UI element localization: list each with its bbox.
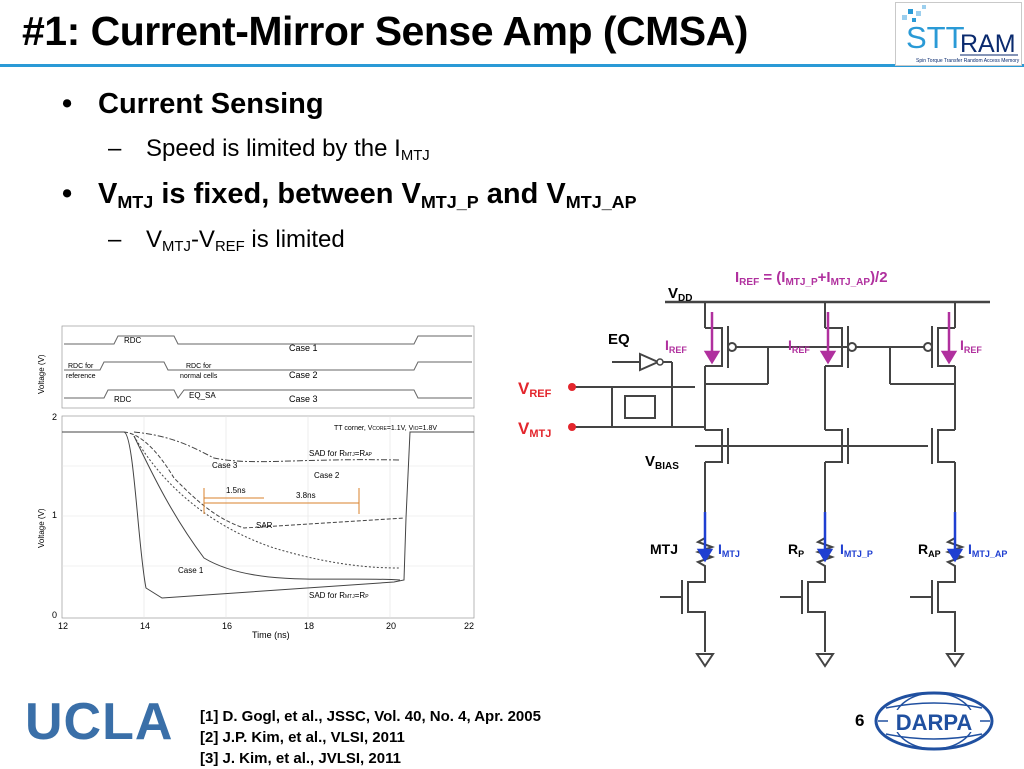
cmsa-circuit: IREF = (IMTJ_P+IMTJ_AP)/2 VDD <box>518 269 1007 668</box>
wf-xtick-14: 14 <box>140 621 150 631</box>
references: [1] D. Gogl, et al., JSSC, Vol. 40, No. … <box>200 706 541 769</box>
page-number: 6 <box>855 711 865 730</box>
wf-xlabel: Time (ns) <box>252 630 290 640</box>
iref-label-2: IREF <box>788 337 810 355</box>
iref-label-1: IREF <box>665 337 687 355</box>
wf-xtick-20: 20 <box>386 621 396 631</box>
darpa-text: DARPA <box>896 710 973 735</box>
wf-ytick-0: 0 <box>52 610 57 620</box>
vmtj-label: VMTJ <box>518 419 551 440</box>
sub-bullet-vmtj-vref: –VMTJ-VREF is limited <box>108 226 345 256</box>
wf-xtick-18: 18 <box>304 621 314 631</box>
mtj-label: MTJ <box>650 541 678 557</box>
imtj-label: IMTJ <box>718 541 740 559</box>
vdd-label: VDD <box>668 285 692 304</box>
sttram-logo: STT RAM Spin Torque Transfer Random Acce… <box>895 2 1022 66</box>
waveform-figure: RDC Case 1 RDC for reference RDC for nor… <box>37 325 475 640</box>
rp-label: RP <box>788 541 804 559</box>
wf-rdc: RDC <box>124 336 142 345</box>
darpa-logo: DARPA <box>874 691 994 751</box>
wf-case1: Case 1 <box>178 566 204 575</box>
wf-ylabel-top: Voltage (V) <box>37 354 46 394</box>
wf-sad-ap: SAD for RMTJ=RAP <box>309 449 373 458</box>
wf-sad-p: SAD for RMTJ=RP <box>309 591 369 600</box>
wf-rdc2: RDC <box>114 395 132 404</box>
wf-case2: Case 2 <box>314 471 340 480</box>
wf-ytick-2: 2 <box>52 412 57 422</box>
wf-rdc-ref: RDC for <box>68 363 94 370</box>
wf-case3-top: Case 3 <box>289 394 318 404</box>
reference-3: [3] J. Kim, et al., JVLSI, 2011 <box>200 750 401 767</box>
logo-stt: STT <box>906 20 965 55</box>
wf-case3: Case 3 <box>212 461 238 470</box>
sub-bullet-speed: –Speed is limited by the IMTJ <box>108 135 430 165</box>
logo-tagline: Spin Torque Transfer Random Access Memor… <box>916 58 1020 64</box>
logo-ram: RAM <box>960 30 1016 58</box>
bullet-current-sensing: •Current Sensing <box>62 88 324 120</box>
wf-ylabel-bottom: Voltage (V) <box>37 508 46 548</box>
wf-t2: 3.8ns <box>296 491 316 500</box>
wf-rdc-norm: RDC for <box>186 363 212 370</box>
bullet-vmtj-fixed: •VMTJ is fixed, between VMTJ_P and VMTJ_… <box>62 178 637 213</box>
title-divider <box>0 64 1024 67</box>
vref-label: VREF <box>518 379 552 400</box>
wf-eqsa: EQ_SA <box>189 391 216 400</box>
wf-xtick-16: 16 <box>222 621 232 631</box>
wf-corner: TT corner, VCORE=1.1V, VIO=1.8V <box>334 425 437 432</box>
imtjap-label: IMTJ_AP <box>968 541 1007 559</box>
wf-sar: SAR <box>256 521 273 530</box>
wf-case1-top: Case 1 <box>289 343 318 353</box>
iref-label-3: IREF <box>960 337 982 355</box>
wf-case2-top: Case 2 <box>289 370 318 380</box>
reference-1: [1] D. Gogl, et al., JSSC, Vol. 40, No. … <box>200 708 541 725</box>
vbias-label: VBIAS <box>645 453 679 472</box>
imtjp-label: IMTJ_P <box>840 541 873 559</box>
wf-rdc-norm2: normal cells <box>180 373 218 380</box>
wf-xtick-22: 22 <box>464 621 474 631</box>
slide-title: #1: Current-Mirror Sense Amp (CMSA) <box>22 8 748 54</box>
wf-rdc-ref2: reference <box>66 373 96 380</box>
wf-xtick-12: 12 <box>58 621 68 631</box>
wf-ytick-1: 1 <box>52 510 57 520</box>
ucla-logo: UCLA <box>25 693 174 751</box>
eq-label: EQ <box>608 331 630 348</box>
iref-formula: IREF = (IMTJ_P+IMTJ_AP)/2 <box>735 269 888 288</box>
wf-t1: 1.5ns <box>226 486 246 495</box>
reference-2: [2] J.P. Kim, et al., VLSI, 2011 <box>200 729 405 746</box>
rap-label: RAP <box>918 541 941 559</box>
